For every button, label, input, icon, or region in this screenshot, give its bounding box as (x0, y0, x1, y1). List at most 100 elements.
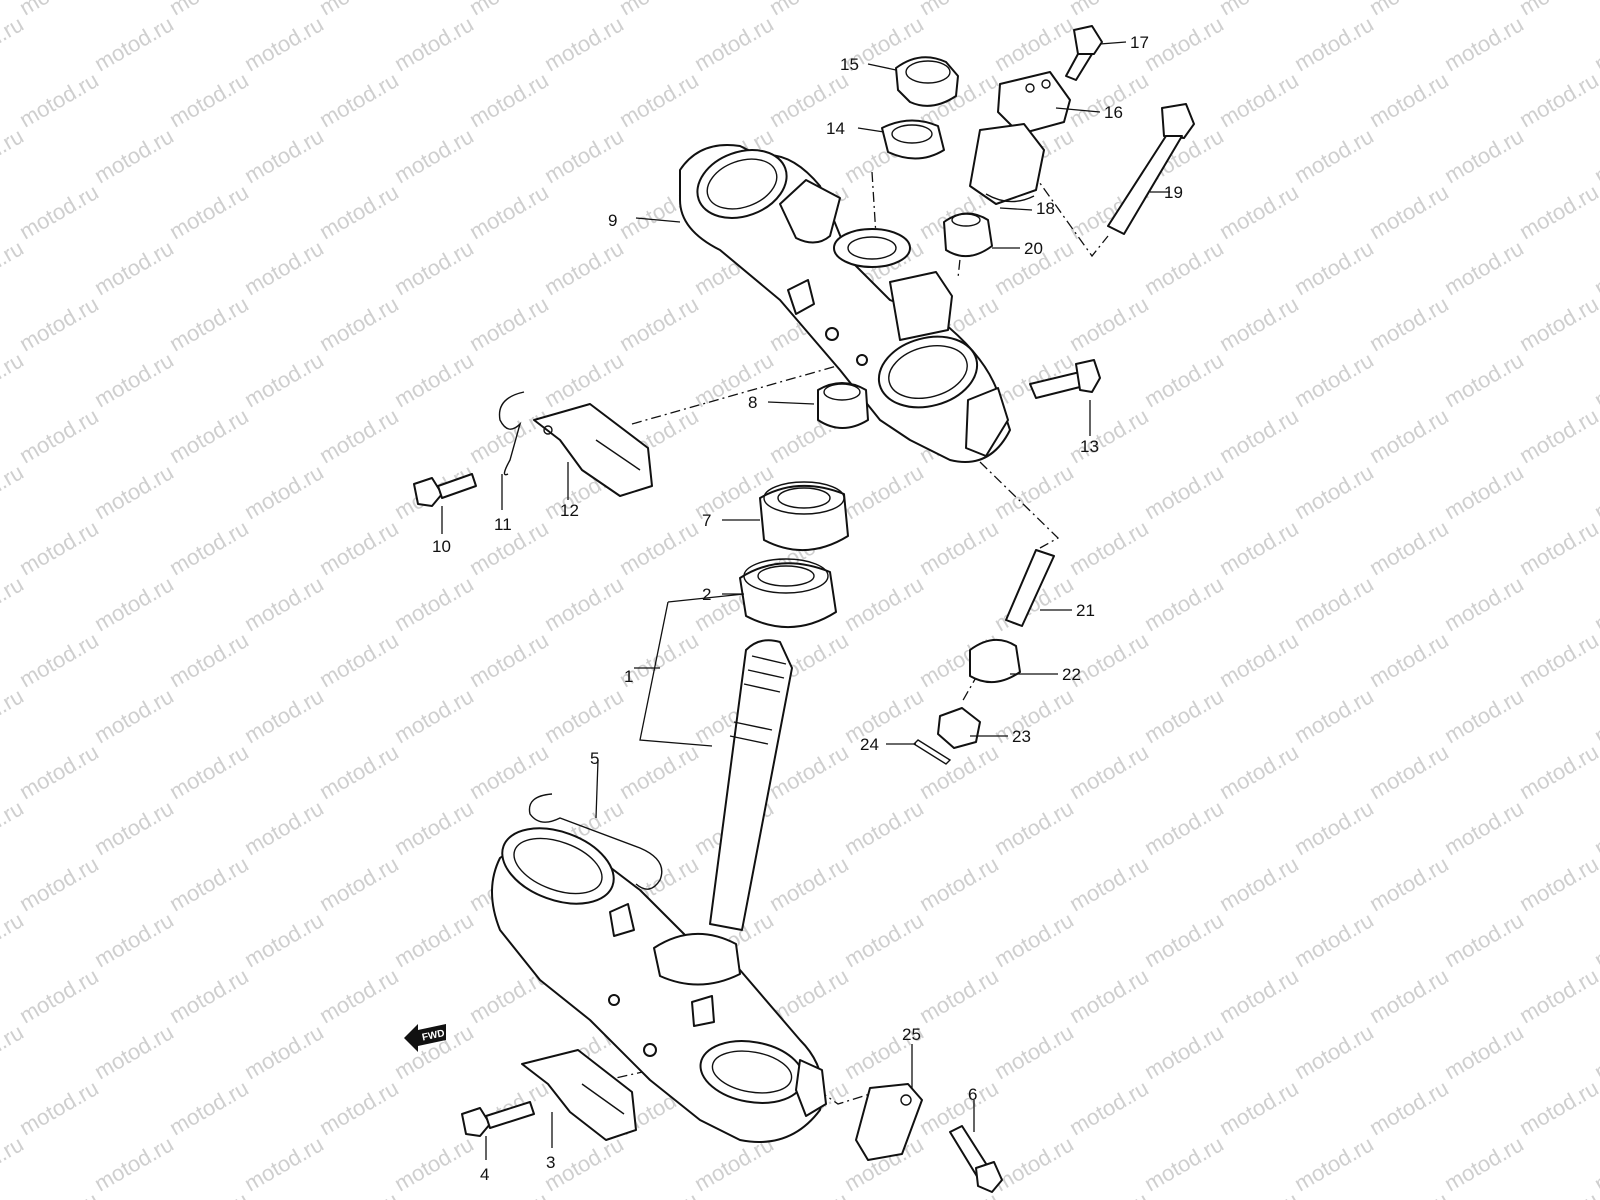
watermark-text: motod.ru (1140, 907, 1228, 972)
watermark-text: motod.ru (390, 11, 478, 76)
watermark-text: motod.ru (1515, 403, 1600, 468)
watermark-text: motod.ru (1065, 1187, 1153, 1200)
watermark-text: motod.ru (165, 1075, 253, 1140)
watermark-text: motod.ru (690, 347, 778, 412)
watermark-text: motod.ru (465, 179, 553, 244)
watermark-text: motod.ru (0, 235, 28, 300)
watermark-text: motod.ru (465, 1187, 553, 1200)
watermark-text: motod.ru (390, 571, 478, 636)
nut-8-hole (823, 383, 861, 401)
watermark-text: motod.ru (1440, 907, 1528, 972)
watermark-text: motod.ru (1515, 0, 1600, 20)
watermark-text: motod.ru (465, 403, 553, 468)
watermark-text: motod.ru (240, 11, 328, 76)
watermark-text: motod.ru (1365, 515, 1453, 580)
assembly-line-19 (1031, 171, 1109, 258)
part-22-cushion (969, 639, 1021, 683)
lower-bracket-left-clamp (501, 827, 615, 905)
watermark-text: motod.ru (990, 1019, 1078, 1084)
part-24-cotter-pin (912, 739, 952, 765)
watermark-text: motod.ru (1290, 907, 1378, 972)
watermark-text: motod.ru (1065, 739, 1153, 804)
watermark-text: motod.ru (615, 739, 703, 804)
watermark-text: motod.ru (240, 795, 328, 860)
watermark-text: motod.ru (1065, 515, 1153, 580)
watermark-text: motod.ru (765, 1187, 853, 1200)
watermark-text: motod.ru (1590, 1131, 1600, 1196)
part-23-nut (937, 707, 981, 749)
leader-15 (867, 63, 897, 71)
watermark-text: motod.ru (1065, 291, 1153, 356)
watermark-text: motod.ru (165, 291, 253, 356)
part-17-bolt (1065, 25, 1103, 81)
watermark-text: motod.ru (540, 347, 628, 412)
watermark-text: motod.ru (165, 739, 253, 804)
watermark-text: motod.ru (315, 515, 403, 580)
watermark-text: motod.ru (465, 67, 553, 132)
bearing-2-race (743, 558, 829, 594)
part-5-clip (528, 793, 663, 890)
watermark-text: motod.ru (1590, 1019, 1600, 1084)
part-12-cable-guide (533, 403, 653, 497)
watermark-text: motod.ru (0, 347, 28, 412)
callout-20: 20 (1024, 239, 1043, 258)
watermark-text: motod.ru (15, 963, 103, 1028)
watermark-text: motod.ru (0, 1019, 28, 1084)
assembly-line-21 (979, 461, 1060, 549)
leader-9 (635, 217, 681, 223)
watermark-text: motod.ru (90, 459, 178, 524)
watermark-text: motod.ru (1290, 459, 1378, 524)
lower-bracket-boss-1 (609, 903, 635, 937)
watermark-text: motod.ru (840, 795, 928, 860)
callout-1: 1 (624, 667, 633, 686)
watermark-text: motod.ru (1290, 11, 1378, 76)
watermark-text: motod.ru (1515, 1075, 1600, 1140)
part-13-bolt (1029, 359, 1101, 399)
cushion-20-body (943, 212, 993, 257)
watermark-text: motod.ru (165, 851, 253, 916)
watermark-text: motod.ru (1590, 11, 1600, 76)
watermark-text: motod.ru (15, 1075, 103, 1140)
watermark-text: motod.ru (465, 291, 553, 356)
callout-24: 24 (860, 735, 879, 754)
watermark-text: motod.ru (1515, 291, 1600, 356)
watermark-text: motod.ru (0, 907, 28, 972)
watermark-text: motod.ru (15, 291, 103, 356)
watermark-text: motod.ru (615, 1187, 703, 1200)
cushion-20-top (951, 213, 981, 227)
watermark-text: motod.ru (1215, 403, 1303, 468)
watermark-text: motod.ru (1215, 627, 1303, 692)
lower-bracket-hole-1 (643, 1043, 657, 1057)
lower-bracket-stem-collar (653, 933, 741, 986)
watermark-text: motod.ru (1290, 795, 1378, 860)
fwd-arrow-icon: FWD (404, 1024, 446, 1052)
part-11-clip (498, 391, 525, 476)
part-8-nut (817, 382, 869, 429)
bearing-2-bore (757, 565, 815, 587)
upper-bracket-stem-boss (889, 271, 953, 341)
watermark-text: motod.ru (1365, 851, 1453, 916)
watermark-text: motod.ru (1590, 123, 1600, 188)
watermark-text: motod.ru (1215, 515, 1303, 580)
upper-bracket-tab (787, 279, 815, 315)
watermark-text: motod.ru (315, 403, 403, 468)
clip-5-wire (528, 793, 663, 890)
upper-bracket-left-clamp (696, 149, 788, 219)
watermark-text: motod.ru (840, 459, 928, 524)
holder-cap-16-hole-1 (1025, 83, 1035, 93)
watermark-text: motod.ru (165, 1187, 253, 1200)
watermark-text: motod.ru (1140, 1131, 1228, 1196)
watermark-text: motod.ru (315, 1187, 403, 1200)
bolt-17-head (1073, 25, 1103, 55)
watermark-text: motod.ru (240, 1019, 328, 1084)
watermark-text: motod.ru (1590, 347, 1600, 412)
watermark-text: motod.ru (1215, 851, 1303, 916)
leader-17 (1099, 41, 1127, 45)
watermark-text: motod.ru (165, 403, 253, 468)
watermark-text: motod.ru (1215, 739, 1303, 804)
bolt-13-head (1075, 359, 1101, 393)
part-19-bolt (1107, 103, 1195, 235)
callout-25: 25 (902, 1025, 921, 1044)
washer-14-body (881, 119, 945, 160)
